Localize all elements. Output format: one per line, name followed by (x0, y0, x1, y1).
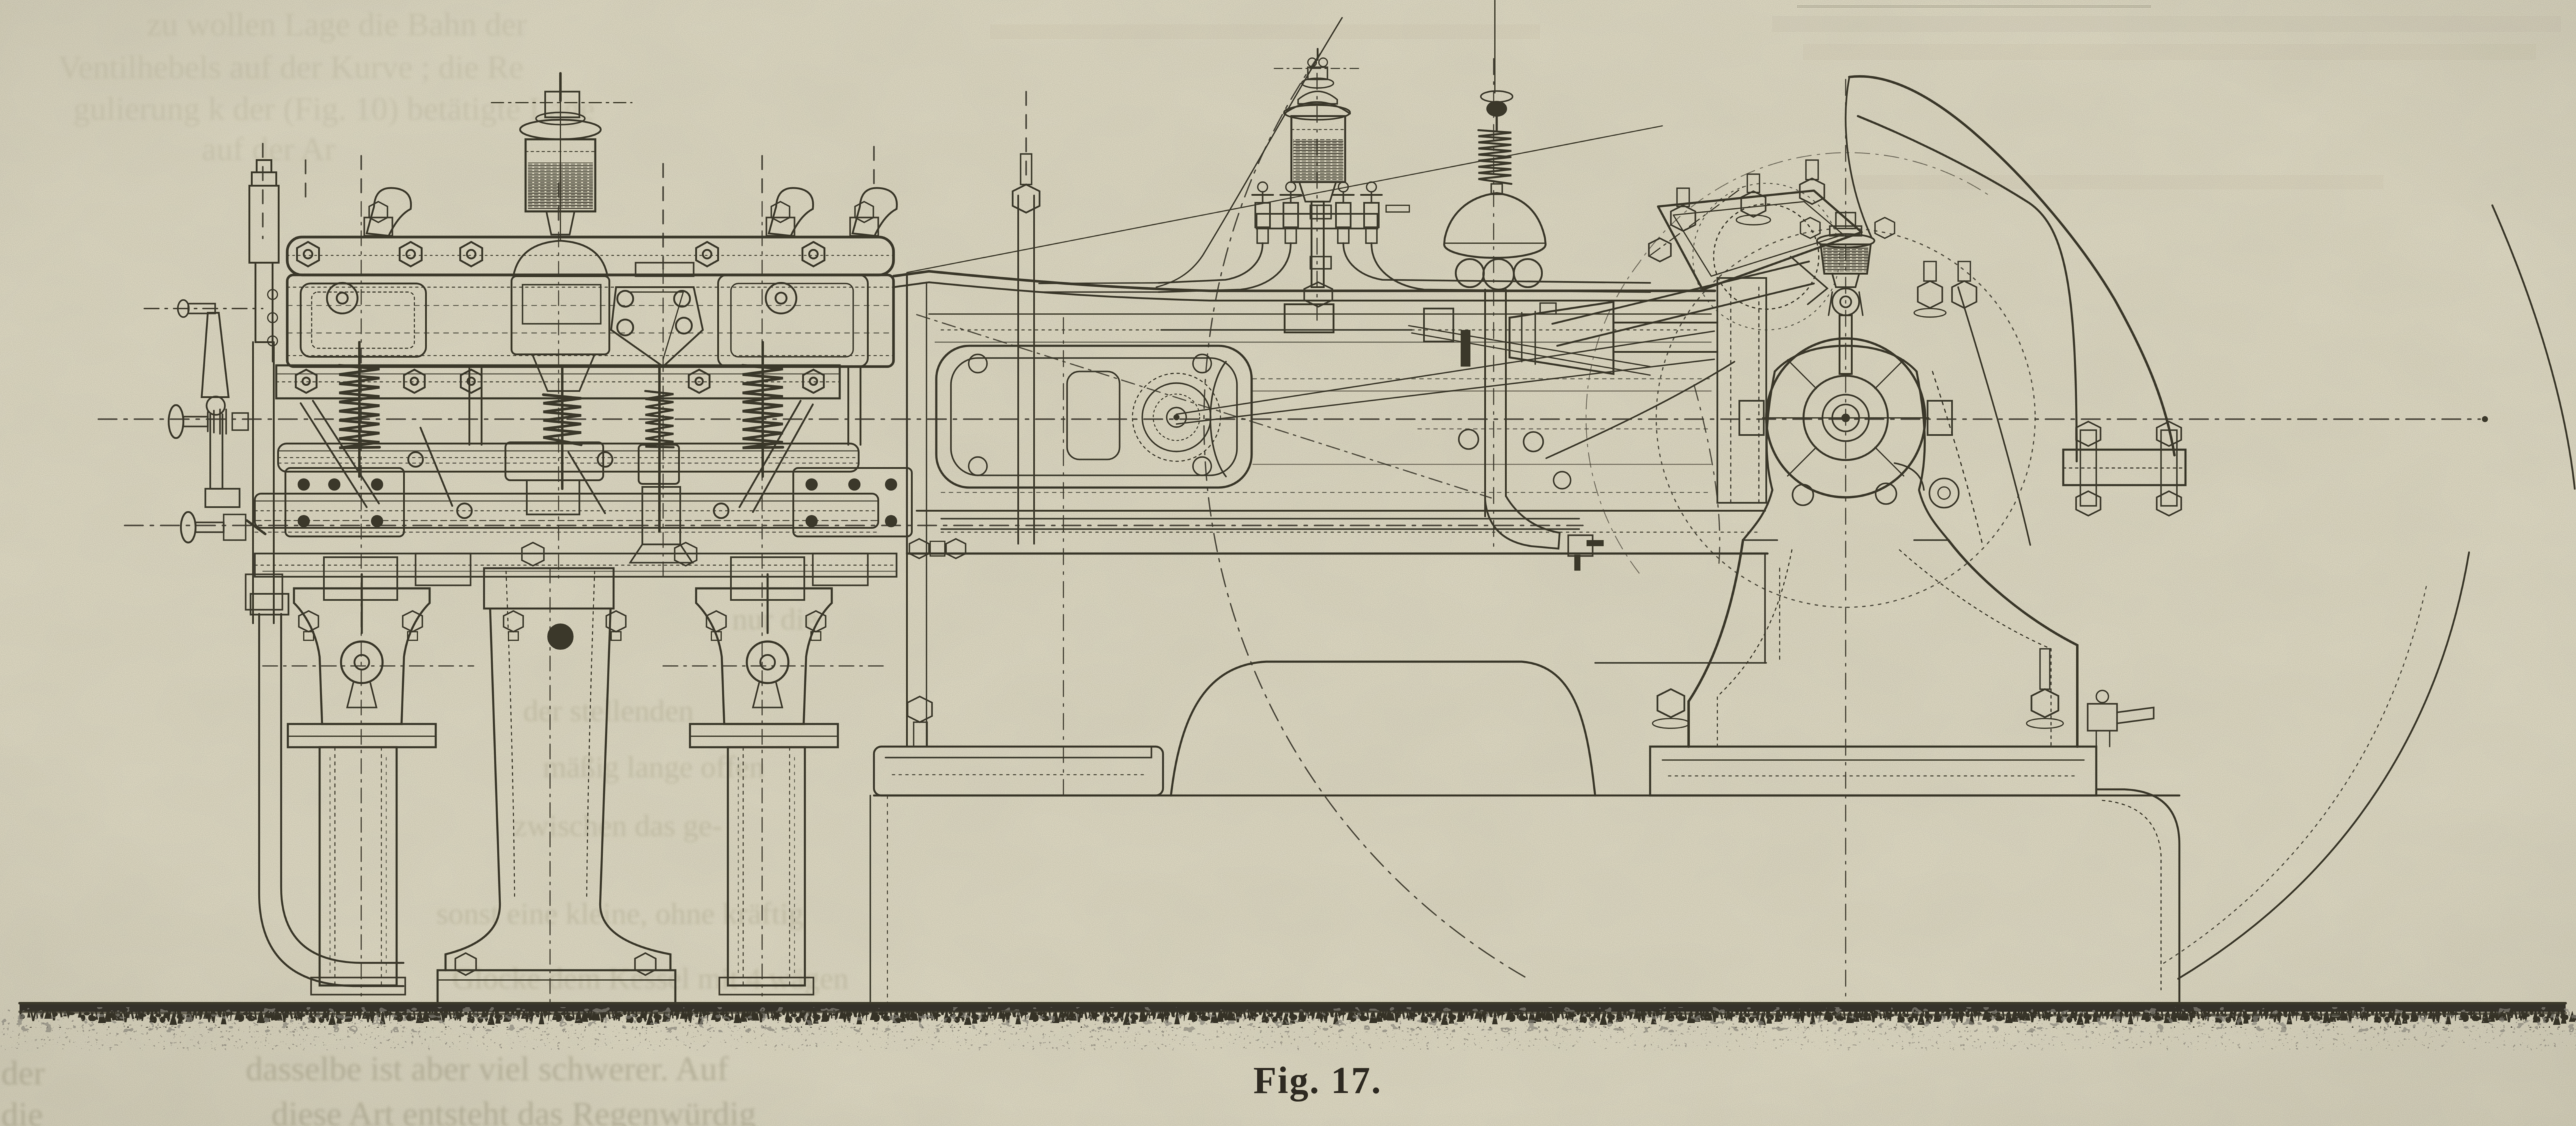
svg-text:mäßig lange offen: mäßig lange offen (543, 750, 765, 784)
svg-text:nur die: nur die (732, 602, 818, 636)
svg-text:der: der (1, 1055, 45, 1092)
svg-text:sonst eine kleine, ohne kräfti: sonst eine kleine, ohne kräftig (436, 896, 804, 930)
svg-text:zwischen das ge-: zwischen das ge- (513, 808, 722, 843)
svg-text:gulierung k der (Fig. 10) betä: gulierung k der (Fig. 10) betätigte Lage (73, 90, 595, 127)
svg-text:zu wollen Lage die Bahn der: zu wollen Lage die Bahn der (147, 6, 527, 43)
svg-text:der stellenden: der stellenden (523, 693, 694, 728)
svg-text:diese Art entsteht das Regenwü: diese Art entsteht das Regenwürdig (271, 1095, 756, 1126)
svg-text:Fig. 17.: Fig. 17. (1253, 1060, 1382, 1102)
svg-text:dasselbe ist aber viel schwere: dasselbe ist aber viel schwerer. Auf (246, 1050, 728, 1088)
svg-text:die: die (1, 1096, 43, 1126)
svg-text:Ventilhebels auf der Kurve ; d: Ventilhebels auf der Kurve ; die Re (58, 49, 524, 86)
svg-text:auf der Ar: auf der Ar (202, 131, 336, 167)
